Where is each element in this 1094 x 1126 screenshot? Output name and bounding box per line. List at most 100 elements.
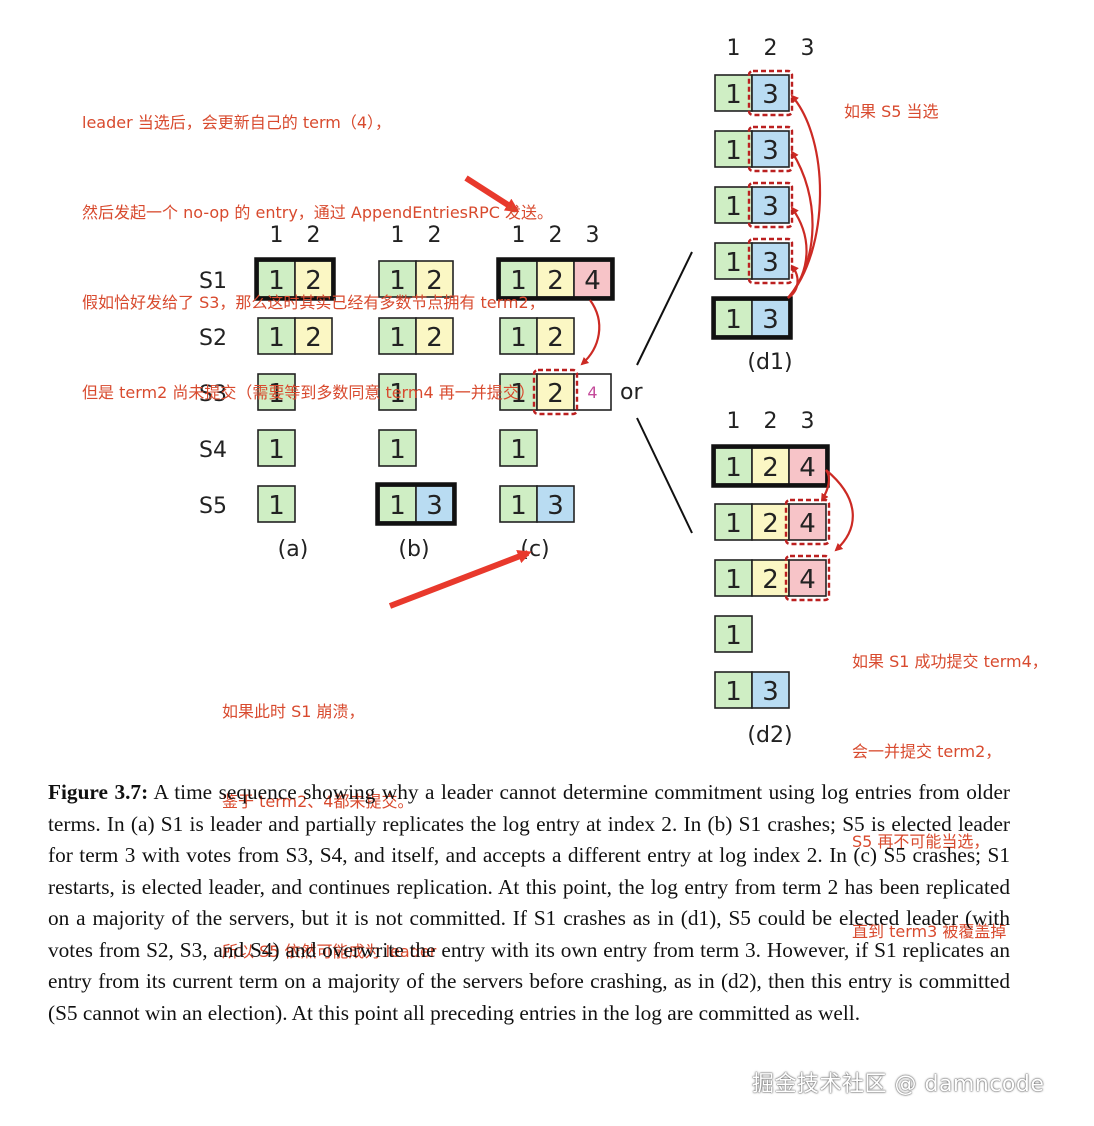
log-entry-term: 1	[725, 677, 742, 707]
log-entry-term: 2	[762, 453, 779, 483]
arrow-d1-s5-to-s3	[787, 206, 808, 299]
index-header: 1	[727, 409, 741, 434]
log-entry-cell	[751, 130, 790, 168]
log-entry-term: 1	[510, 379, 527, 409]
annotation-top: leader 当选后，会更新自己的 term（4）， 然后发起一个 no-op …	[82, 48, 553, 438]
arrow-d2-s1-to-s3	[825, 469, 854, 552]
dashed-highlight-box	[747, 237, 794, 285]
index-header: 3	[801, 36, 815, 61]
dashed-highlight-box	[532, 368, 579, 416]
log-entry-term: 1	[510, 491, 527, 521]
or-label: or	[620, 380, 643, 405]
server-label-s2: S2	[199, 326, 227, 351]
log-entry-cell	[714, 559, 753, 597]
log-entry-cell	[751, 559, 790, 597]
log-entry-term: 3	[762, 305, 779, 335]
log-entry-term: 1	[389, 323, 406, 353]
leader-outline	[254, 257, 336, 301]
index-header: 2	[764, 409, 778, 434]
log-entry-cell	[378, 260, 417, 298]
log-entry-term: 1	[389, 435, 406, 465]
caption-text: A time sequence showing why a leader can…	[48, 780, 1010, 1025]
annotation-d2-line: 如果 S1 成功提交 term4，	[852, 652, 1048, 671]
log-entry-cell	[257, 373, 296, 411]
log-entry-term: 1	[510, 266, 527, 296]
index-header: 3	[801, 409, 815, 434]
log-entry-cell	[751, 447, 790, 485]
log-entry-term: 2	[547, 266, 564, 296]
log-entry-cell	[294, 317, 333, 355]
log-entry-cell	[257, 429, 296, 467]
red-arrows	[388, 94, 854, 609]
log-entry-term: 3	[762, 248, 779, 278]
log-entry-term: 4	[584, 266, 601, 296]
log-entry-cell	[751, 242, 790, 280]
log-entry-term: 1	[268, 491, 285, 521]
log-entry-term: 1	[725, 192, 742, 222]
caption-label: Figure 3.7:	[48, 780, 149, 804]
dashed-highlight-box	[747, 69, 794, 117]
log-entry-cell	[751, 671, 790, 709]
log-entry-term: 1	[725, 305, 742, 335]
log-entry-term: 1	[268, 435, 285, 465]
ghost-entry-cell	[573, 373, 612, 411]
log-entry-term: 1	[725, 80, 742, 110]
index-header: 2	[549, 223, 563, 248]
arrow-d1-s5-to-s4	[787, 264, 799, 299]
log-entry-cell	[499, 317, 538, 355]
log-entry-term: 2	[305, 266, 322, 296]
log-entry-term: 3	[762, 677, 779, 707]
log-entry-term: 1	[389, 266, 406, 296]
dashed-highlight-boxes	[532, 69, 831, 602]
annotation-bottom-line: 如果此时 S1 崩溃，	[222, 702, 365, 721]
annotation-d2-line: 会一并提交 term2，	[852, 742, 1002, 761]
index-header: 2	[307, 223, 321, 248]
dashed-highlight-box	[784, 498, 831, 546]
log-entry-term: 2	[762, 509, 779, 539]
panel-label-d2: (d2)	[747, 723, 792, 748]
server-label-s5: S5	[199, 494, 227, 519]
index-header: 3	[586, 223, 600, 248]
dashed-highlight-box	[747, 181, 794, 229]
log-entry-cell	[378, 429, 417, 467]
annotation-top-line: 假如恰好发给了 S3，那么这时其实已经有多数节点拥有 term2，	[82, 293, 545, 312]
server-label-s3: S3	[199, 382, 227, 407]
log-entry-term: 2	[547, 323, 564, 353]
log-entry-term: 2	[426, 323, 443, 353]
log-entry-term: 3	[762, 192, 779, 222]
log-entry-cell	[788, 503, 827, 541]
log-entry-term: 3	[762, 136, 779, 166]
log-entry-cell	[536, 317, 575, 355]
annotation-d1-note: 如果 S5 当选	[844, 102, 939, 121]
annotation-bottom-line: 鉴于 term2、4都未提交。	[222, 792, 414, 811]
index-header: 1	[512, 223, 526, 248]
log-entry-cell	[751, 299, 790, 337]
log-entry-term: 1	[510, 435, 527, 465]
log-entry-cell	[415, 260, 454, 298]
big-arrow-to-c-bottom	[388, 550, 532, 609]
panel-label-a: (a)	[278, 537, 309, 562]
panel-label-d1: (d1)	[747, 350, 792, 375]
log-entry-term: 1	[725, 453, 742, 483]
log-entry-cell	[378, 373, 417, 411]
log-entry-cell	[536, 485, 575, 523]
log-entry-term: 1	[268, 323, 285, 353]
log-entry-term: 1	[268, 379, 285, 409]
server-label-s1: S1	[199, 269, 227, 294]
connector-lines	[636, 251, 693, 534]
annotation-top-line: 然后发起一个 no-op 的 entry，通过 AppendEntriesRPC…	[82, 203, 554, 222]
ghost-entry-term: 4	[587, 383, 597, 402]
leader-outline	[711, 444, 830, 488]
log-entry-cell	[536, 260, 575, 298]
annotation-top-line: 但是 term2 尚未提交（需要等到多数同意 term4 再一并提交）	[82, 383, 535, 402]
log-entry-term: 3	[426, 491, 443, 521]
dashed-highlight-box	[747, 125, 794, 173]
arrow-s1-to-s3-c	[580, 299, 601, 366]
